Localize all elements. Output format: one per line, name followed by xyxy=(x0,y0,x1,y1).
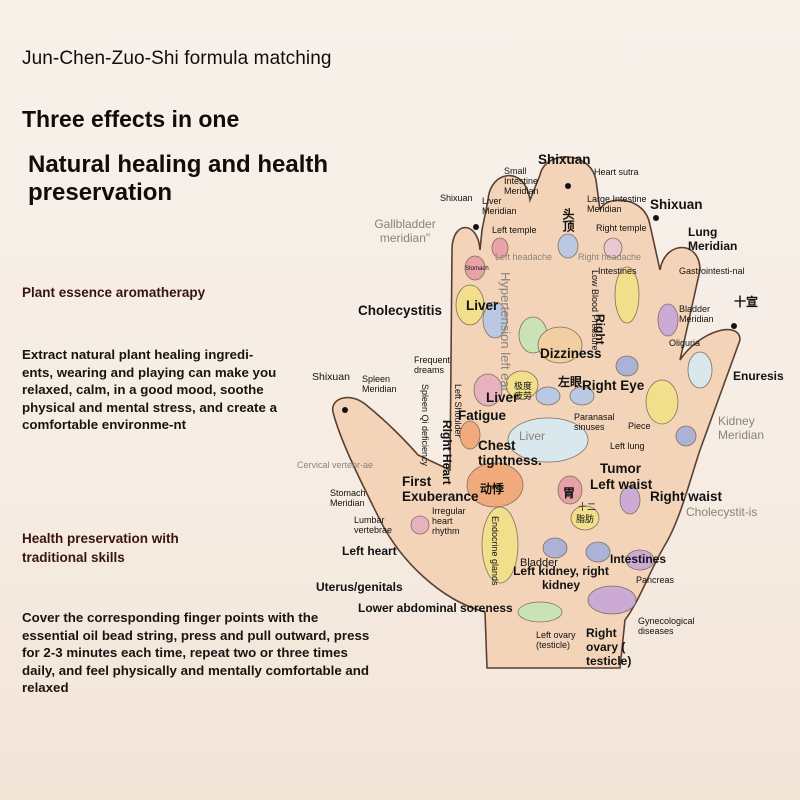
label-endocrine: Endocrine glands xyxy=(490,516,500,586)
label-shixuan-ring: Shixuan xyxy=(650,197,703,212)
label-uterus: Uterus/genitals xyxy=(316,580,403,594)
label-right-finger: Right xyxy=(593,314,607,345)
label-shixuan-index: Shixuan xyxy=(440,193,473,203)
label-fatigue: Fatigue xyxy=(458,408,507,423)
label-oliguria: Oliguria xyxy=(669,338,701,348)
label-irregular-heart: Irregular heart rhythm xyxy=(432,506,466,536)
label-shixuan-pinky: 十宣 xyxy=(734,295,759,309)
label-bladder: Bladder xyxy=(520,557,558,569)
label-lower-abdominal: Lower abdominal soreness xyxy=(358,601,513,615)
label-lung-meridian: Lung Meridian xyxy=(688,225,738,253)
label-tumor: Tumor xyxy=(600,461,641,476)
label-liver-palm: Liver xyxy=(486,390,519,405)
heading-formula: Jun-Chen-Zuo-Shi formula matching xyxy=(22,48,332,69)
label-right-heart: Right Heart xyxy=(440,420,454,485)
label-chest-tightness: Chest tightness. xyxy=(478,438,542,468)
label-right-headache: Right headache xyxy=(578,252,642,262)
section-traditional-skills: Health preservation with traditional ski… xyxy=(22,531,179,565)
label-shixuan-thumb: Shixuan xyxy=(312,371,350,383)
heading-three-effects: Three effects in one xyxy=(22,106,240,132)
label-right-temple: Right temple xyxy=(596,223,647,233)
label-hypertension: Hypertension left ear xyxy=(498,272,513,392)
label-right-waist: Right waist xyxy=(650,489,723,504)
label-left-shoulder: Left Shoulder xyxy=(453,384,463,438)
label-gastrointestinal: Gastrointesti-nal xyxy=(679,266,745,276)
label-bladder-meridian: Bladder Meridian xyxy=(679,304,714,324)
label-shixuan-top: Shixuan xyxy=(538,152,591,167)
aromatherapy-description: Extract natural plant healing ingredi-en… xyxy=(22,347,277,432)
label-liver-finger: Liver xyxy=(466,298,499,313)
section-aromatherapy: Plant essence aromatherapy xyxy=(22,285,206,300)
label-cn-palpitation: 动悸 xyxy=(480,482,505,496)
heading-natural-healing: Natural healing and health preservation xyxy=(28,151,329,206)
label-low-blood: Low Blood Pressure xyxy=(590,270,600,351)
label-frequent-dreams: Frequent dreams xyxy=(414,355,451,375)
label-right-ovary: Right ovary ( testicle) xyxy=(586,626,632,668)
label-cn-fat: 脂肪 xyxy=(576,514,595,524)
label-stomach-meridian: Stomach Meridian xyxy=(330,488,366,508)
label-cholecystitis-2: Cholecystit-is xyxy=(686,505,758,519)
label-kidney-meridian: Kidney Meridian xyxy=(718,414,765,442)
label-pancreas: Pancreas xyxy=(636,575,675,585)
label-cn-fatigue: 极度疲劳 xyxy=(514,381,533,401)
label-gallbladder: Gallbladder meridian" xyxy=(374,217,436,245)
label-small-intestine: Small Intestine Meridian xyxy=(504,166,539,196)
label-intestines: Intestines xyxy=(598,266,637,276)
label-cn-left-eye: 左眼 xyxy=(558,375,583,389)
label-left-temple: Left temple xyxy=(492,225,537,235)
label-first-exuberance: First Exuberance xyxy=(402,474,479,504)
label-enuresis: Enuresis xyxy=(733,369,784,383)
label-paranasal: Paranasal sinuses xyxy=(574,412,615,432)
label-cn-twelve: 十二 xyxy=(578,502,597,512)
label-heart-sutra: Heart sutra xyxy=(594,167,639,177)
label-left-lung: Left lung xyxy=(610,441,645,451)
label-cholecystitis: Cholecystitis xyxy=(358,303,443,318)
label-spleen-qi: Spleen Qi deficiency xyxy=(420,384,430,467)
label-kidneys: Left kidney, right kidney xyxy=(513,564,609,592)
label-left-waist: Left waist xyxy=(590,477,653,492)
label-cn-stomach: 胃 xyxy=(563,486,576,500)
label-right-eye: Right Eye xyxy=(582,378,645,393)
label-piece: Piece xyxy=(628,421,651,431)
traditional-skills-description: Cover the corresponding finger points wi… xyxy=(22,610,370,695)
label-large-intestine: Large Intestine Meridian xyxy=(587,194,647,214)
label-cervical: Cervical vertebr-ae xyxy=(296,460,374,470)
label-gynecological: Gynecological diseases xyxy=(638,616,695,636)
label-liver-meridian: Liver Meridian xyxy=(482,196,517,216)
label-left-ovary: Left ovary (testicle) xyxy=(536,630,576,650)
label-stomach-small: Stomach xyxy=(465,266,489,272)
label-intestines-2: Intestines xyxy=(610,552,667,566)
label-dizziness: Dizziness xyxy=(540,346,602,361)
label-left-headache: Left headache xyxy=(495,252,553,262)
label-spleen-meridian: Spleen Meridian xyxy=(362,374,397,394)
label-lumbar: Lumbar vertebrae xyxy=(354,515,393,535)
label-left-heart: Left heart xyxy=(342,544,397,558)
label-cn-top: 头顶 xyxy=(561,208,575,232)
label-liver-chest: Liver xyxy=(519,429,546,443)
